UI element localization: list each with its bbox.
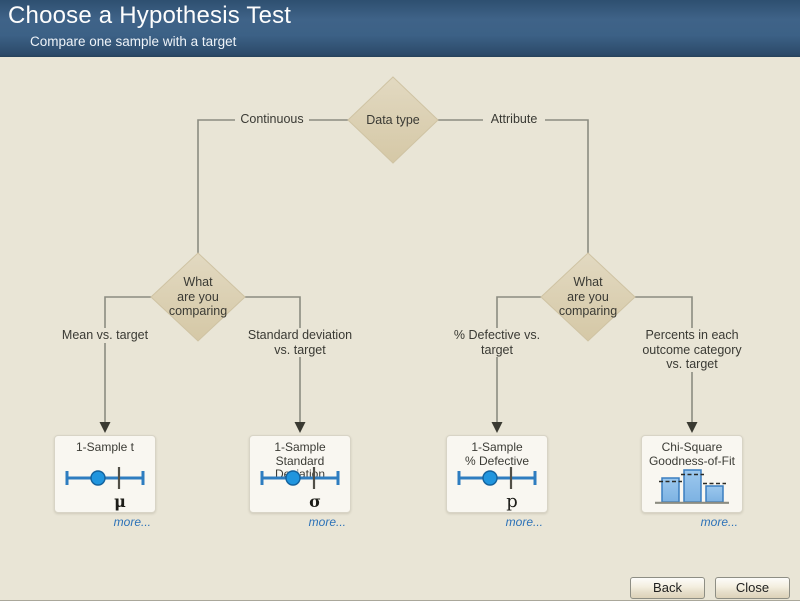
more-link-1-sample-defective[interactable]: more... (505, 515, 543, 529)
card-1-sample-t[interactable]: 1-Sample t μ (54, 435, 156, 513)
card-1-sample-defective[interactable]: 1-Sample % Defective p (446, 435, 548, 513)
arrowhead-icon (294, 422, 306, 433)
diamond-label-comparing-left: What are you comparing (168, 275, 228, 318)
page-subtitle: Compare one sample with a target (30, 34, 237, 49)
interval-dot-plot-icon (260, 467, 340, 489)
sigma-symbol: σ (309, 492, 321, 511)
connector-continuous (197, 119, 348, 253)
more-link-1-sample-stdev[interactable]: more... (308, 515, 346, 529)
card-1-sample-stdev[interactable]: 1-Sample Standard Deviation σ (249, 435, 351, 513)
diamond-label-comparing-right: What are you comparing (558, 275, 618, 318)
connector-attribute (438, 119, 589, 253)
arrowhead-icon (491, 422, 503, 433)
card-title: Chi-Square Goodness-of-Fit (648, 440, 736, 468)
connector-defective (496, 296, 541, 422)
card-title: 1-Sample % Defective (464, 440, 530, 468)
diamond-label-data-type: Data type (366, 113, 420, 127)
back-button[interactable]: Back (630, 577, 705, 599)
mu-symbol: μ (114, 492, 126, 511)
interval-dot-plot-icon (65, 467, 145, 489)
connector-stdev (245, 296, 301, 422)
p-symbol: p (506, 491, 518, 512)
dialog-header: Choose a Hypothesis Test Compare one sam… (0, 0, 800, 57)
outcome-label-mean-vs-target: Mean vs. target (50, 328, 160, 343)
interval-dot-plot-icon (457, 467, 537, 489)
card-chi-square-gof[interactable]: Chi-Square Goodness-of-Fit (641, 435, 743, 513)
card-title: 1-Sample t (75, 440, 135, 454)
close-button[interactable]: Close (715, 577, 790, 599)
arrowhead-icon (686, 422, 698, 433)
branch-label-continuous: Continuous (235, 112, 309, 127)
outcome-label-defective-vs-target: % Defective vs. target (447, 328, 547, 357)
more-link-chi-square-gof[interactable]: more... (700, 515, 738, 529)
outcome-label-percents-vs-target: Percents in each outcome category vs. ta… (632, 328, 752, 372)
arrowhead-icon (99, 422, 111, 433)
outcome-label-stdev-vs-target: Standard deviation vs. target (240, 328, 360, 357)
page-title: Choose a Hypothesis Test (8, 2, 292, 29)
branch-label-attribute: Attribute (483, 112, 545, 127)
connector-mean (104, 296, 151, 422)
bar-chart-observed-expected-icon (655, 469, 729, 504)
more-link-1-sample-t[interactable]: more... (113, 515, 151, 529)
